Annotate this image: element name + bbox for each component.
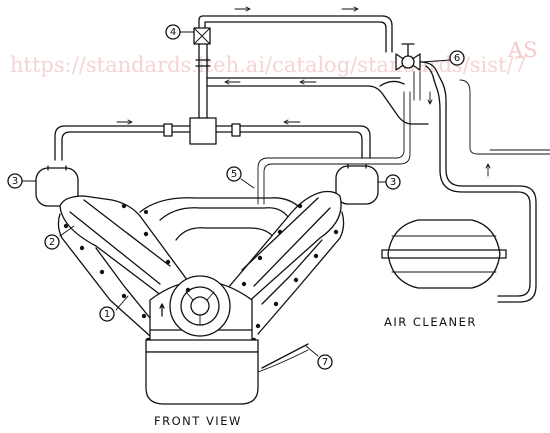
callout-2: 2 (44, 225, 75, 250)
air-cleaner (381, 219, 507, 289)
callout-1: 1 (99, 295, 129, 322)
hose-5 (257, 91, 411, 205)
upper-return-pipe (198, 6, 393, 53)
watermark-url: https://standards.iteh.ai/catalog/standa… (10, 53, 527, 77)
air-cleaner-supply-pipe (439, 79, 550, 303)
callout-1-label: 1 (104, 309, 110, 320)
check-valve-4 (193, 27, 211, 119)
breather-right (335, 163, 379, 205)
control-valve-6 (395, 43, 447, 171)
callout-3-right-label: 3 (390, 177, 396, 188)
bolt-dots (63, 203, 339, 343)
watermark-code: AS (507, 38, 538, 62)
oil-pan (145, 339, 309, 405)
callout-7-label: 7 (322, 357, 328, 368)
callout-6: 6 (421, 50, 465, 66)
callout-3-right: 3 (377, 174, 401, 190)
air-cleaner-caption: AIR CLEANER (384, 315, 477, 329)
callout-3-left: 3 (7, 173, 37, 189)
callout-6-label: 6 (454, 53, 460, 64)
crossover-pipe (54, 117, 371, 161)
watermark: AS https://standards.iteh.ai/catalog/sta… (10, 38, 538, 77)
v-engine (57, 190, 345, 345)
callout-4: 4 (165, 24, 195, 40)
callout-5: 5 (226, 166, 255, 189)
breather-left (35, 165, 79, 207)
callout-5-label: 5 (231, 169, 237, 180)
callout-3-left-label: 3 (12, 176, 18, 187)
middle-pipe (206, 77, 429, 125)
callout-2-label: 2 (49, 237, 55, 248)
callout-7: 7 (305, 345, 333, 370)
front-view-caption: FRONT VIEW (154, 414, 242, 428)
callout-4-label: 4 (170, 27, 176, 38)
